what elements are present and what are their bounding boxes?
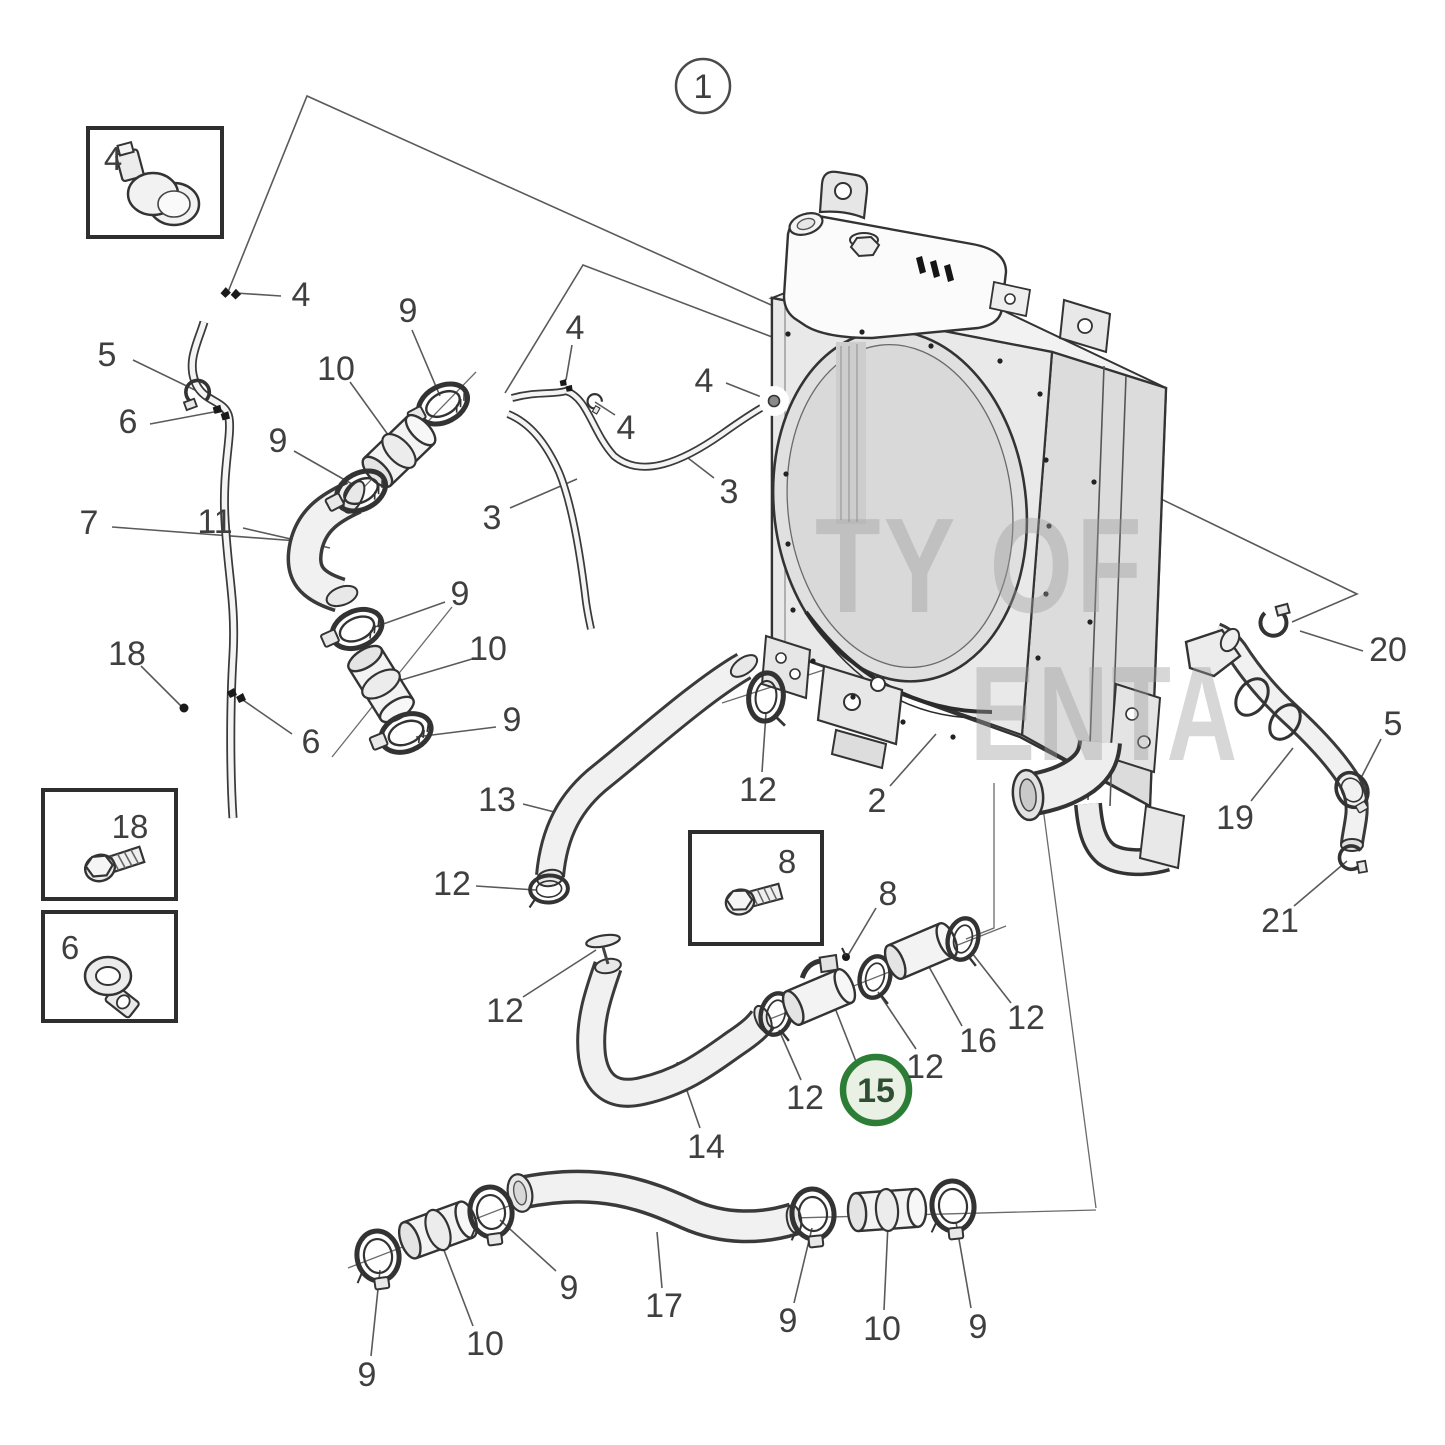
callout-3: 3 — [483, 499, 502, 537]
detail-box-18 — [41, 788, 178, 901]
callout-5: 5 — [1384, 705, 1403, 743]
callout-18-boxed: 18 — [112, 808, 149, 845]
pipe-19-saddle-2 — [1268, 703, 1302, 741]
top-mount-bracket — [818, 170, 869, 220]
callout-9: 9 — [269, 422, 288, 460]
callout-5: 5 — [98, 336, 117, 374]
callout-8: 8 — [879, 875, 898, 913]
callout-6-boxed: 6 — [61, 929, 79, 966]
callout-17: 17 — [645, 1287, 683, 1325]
callout-2: 2 — [868, 782, 887, 820]
vent-hose-3b — [506, 410, 595, 630]
callout-10: 10 — [317, 350, 355, 388]
pipe-19 — [1184, 622, 1369, 852]
callout-4: 4 — [292, 276, 311, 314]
detail-box-6 — [41, 910, 178, 1023]
callout-12: 12 — [786, 1079, 824, 1117]
callout-9: 9 — [503, 701, 522, 739]
callout-10: 10 — [469, 630, 507, 668]
callout-9: 9 — [560, 1269, 579, 1307]
callout-7: 7 — [80, 504, 99, 542]
hose-14 — [576, 933, 776, 1108]
lower-right-bracket — [1108, 682, 1162, 774]
callout-11: 11 — [197, 503, 232, 541]
callout-12: 12 — [1007, 999, 1045, 1037]
detail-box-4 — [86, 126, 224, 239]
callout-1-circled: 1 — [694, 68, 713, 106]
callout-14: 14 — [687, 1128, 725, 1166]
hose-17 — [506, 1169, 803, 1244]
callout-10: 10 — [863, 1310, 901, 1348]
bottom-mount-bracket — [816, 664, 904, 770]
vent-hose-3a — [510, 386, 774, 471]
callout-4: 4 — [566, 309, 585, 347]
expansion-tank — [782, 212, 1008, 340]
bolt-8 — [841, 947, 850, 961]
pipe-19-saddle-1 — [1234, 677, 1270, 717]
upper-right-brackets — [988, 280, 1112, 354]
detail-box-8 — [688, 830, 824, 946]
assembly-callout-circle — [674, 57, 732, 115]
highlighted-part-15-circle[interactable] — [839, 1053, 913, 1127]
callout-4-boxed: 4 — [104, 140, 122, 177]
bottom-right-elbow — [1074, 802, 1186, 877]
callout-4: 4 — [695, 362, 714, 400]
callout-9: 9 — [399, 292, 418, 330]
coupling-sleeve-10 — [845, 1185, 929, 1235]
coupling-sleeve-15 — [777, 953, 861, 1029]
hose-14-bleeder-cap — [585, 933, 621, 965]
spring-clip-icon — [83, 955, 140, 1019]
callout-4: 4 — [617, 409, 636, 447]
callout-15-highlighted[interactable]: 15 — [857, 1072, 895, 1110]
hose-clamp-9 — [927, 1179, 978, 1241]
callout-16: 16 — [959, 1022, 997, 1060]
screw-18 — [179, 703, 189, 713]
callout-3: 3 — [720, 473, 739, 511]
callout-13: 13 — [478, 781, 516, 819]
callout-12: 12 — [906, 1048, 944, 1086]
tank-nipple-4 — [759, 386, 789, 416]
callout-21: 21 — [1261, 902, 1299, 940]
callout-9: 9 — [969, 1308, 988, 1346]
callout-9: 9 — [779, 1302, 798, 1340]
detail-boxes — [41, 126, 824, 1023]
hoses-and-pipes — [187, 320, 1369, 1244]
watermark-line-2: ENTA — [970, 638, 1240, 789]
callout-10: 10 — [466, 1325, 504, 1363]
callout-19: 19 — [1216, 799, 1254, 837]
callout-8-boxed: 8 — [778, 843, 796, 880]
lower-left-bracket — [760, 634, 812, 700]
clamps-and-couplings — [176, 283, 1379, 1292]
callout-18: 18 — [108, 635, 146, 673]
hose-clamp-9 — [366, 707, 437, 764]
callout-9: 9 — [358, 1356, 377, 1394]
tank-label-marks — [916, 256, 954, 282]
callout-12: 12 — [433, 865, 471, 903]
hose-clamp-9 — [787, 1187, 838, 1249]
callout-6: 6 — [302, 723, 321, 761]
callout-6: 6 — [119, 403, 138, 441]
watermark: TY OF ENTA — [815, 490, 1240, 789]
radiator-assembly — [760, 170, 1186, 877]
bottom-outlet-elbow — [1011, 739, 1122, 822]
fan-shroud-opening — [771, 329, 1029, 683]
vent-hose-7 — [187, 320, 239, 819]
clip-5 — [176, 375, 215, 412]
callout-9: 9 — [451, 575, 470, 613]
clip-20 — [1255, 601, 1297, 641]
hose-clamp-icon — [115, 140, 201, 227]
hose-clamp-9 — [351, 1228, 404, 1292]
callout-12: 12 — [486, 992, 524, 1030]
bolt-hole-dots — [783, 329, 1097, 740]
watermark-line-1: TY OF — [815, 490, 1145, 641]
callout-20: 20 — [1369, 631, 1407, 669]
callout-12: 12 — [739, 771, 777, 809]
